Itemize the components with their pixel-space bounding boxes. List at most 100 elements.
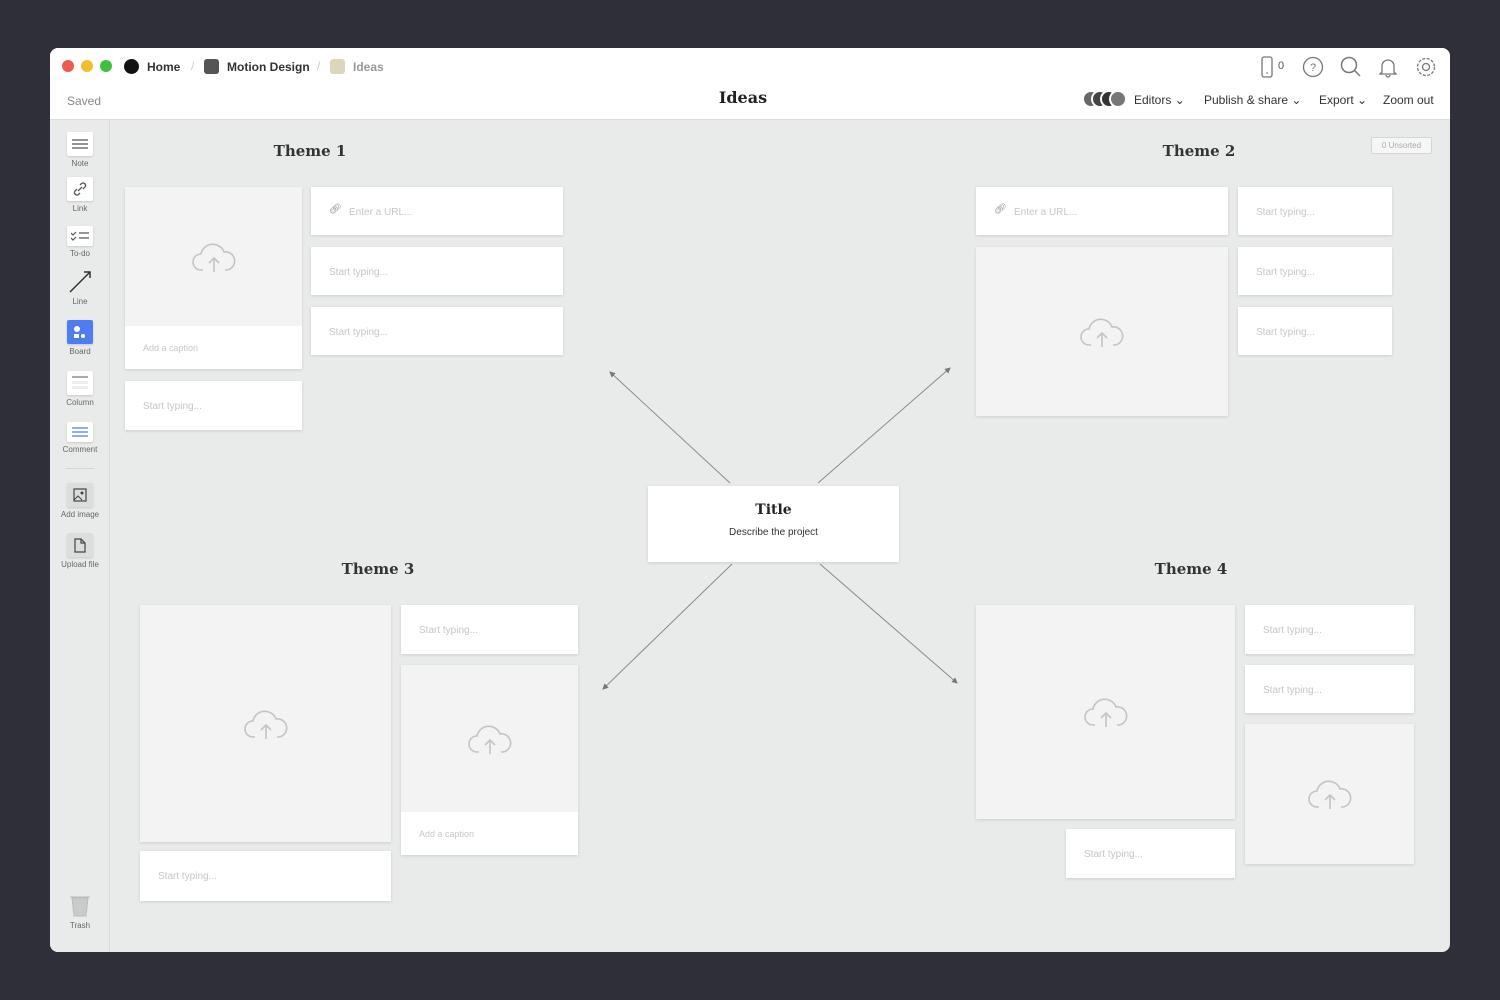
chevron-down-icon: ⌄ bbox=[1291, 93, 1302, 107]
chevron-down-icon: ⌄ bbox=[1174, 93, 1185, 107]
note-card[interactable]: Start typing... bbox=[401, 605, 578, 654]
tool-label: Board bbox=[69, 347, 91, 356]
tool-comment[interactable]: Comment bbox=[50, 422, 110, 454]
tool-upload-file[interactable]: Upload file bbox=[50, 533, 110, 569]
url-input[interactable]: Enter a URL... bbox=[349, 207, 413, 218]
link-icon bbox=[67, 177, 93, 201]
export-menu[interactable]: Export ⌄ bbox=[1319, 93, 1367, 107]
arrow-to-theme-4[interactable] bbox=[819, 563, 958, 684]
image-card[interactable] bbox=[976, 605, 1235, 819]
theme-1-heading[interactable]: Theme 1 bbox=[273, 142, 347, 160]
upload-cloud-icon[interactable] bbox=[125, 187, 302, 326]
note-card[interactable]: Start typing... bbox=[1238, 307, 1392, 355]
tool-label: Column bbox=[66, 398, 94, 407]
svg-text:?: ? bbox=[1310, 62, 1316, 74]
home-logo-icon bbox=[124, 59, 139, 74]
gear-icon[interactable] bbox=[1415, 56, 1437, 78]
center-subtitle: Describe the project bbox=[729, 527, 818, 538]
line-icon bbox=[67, 270, 93, 294]
theme-3-heading[interactable]: Theme 3 bbox=[341, 560, 415, 578]
maximize-window-button[interactable] bbox=[100, 60, 112, 72]
mobile-icon[interactable] bbox=[1256, 56, 1278, 78]
zoom-out-button[interactable]: Zoom out bbox=[1383, 93, 1434, 107]
theme-4-heading[interactable]: Theme 4 bbox=[1154, 560, 1228, 578]
tool-label: Line bbox=[72, 297, 88, 306]
arrow-to-theme-1[interactable] bbox=[609, 371, 731, 484]
toolbar-divider bbox=[66, 468, 94, 469]
tool-label: Note bbox=[71, 159, 89, 168]
tool-line[interactable]: Line bbox=[50, 270, 110, 306]
breadcrumb-separator: / bbox=[317, 59, 321, 73]
todo-icon bbox=[67, 226, 93, 246]
page-title: Ideas bbox=[718, 88, 768, 107]
arrow-to-theme-2[interactable] bbox=[817, 367, 951, 484]
note-card[interactable]: Start typing... bbox=[311, 307, 563, 355]
image-card[interactable]: Add a caption bbox=[125, 187, 302, 369]
note-card[interactable]: Start typing... bbox=[1245, 605, 1414, 654]
tool-add-image[interactable]: Add image bbox=[50, 483, 110, 519]
chevron-down-icon: ⌄ bbox=[1357, 93, 1368, 107]
close-window-button[interactable] bbox=[62, 60, 74, 72]
tool-label: Add image bbox=[60, 510, 100, 519]
note-text-placeholder: Start typing... bbox=[143, 401, 202, 412]
tool-column[interactable]: Column bbox=[50, 371, 110, 407]
note-text-placeholder: Start typing... bbox=[329, 267, 388, 278]
avatar bbox=[1109, 90, 1127, 108]
toolbar-sidebar: Note Link To-do Line Board Column Commen… bbox=[50, 120, 110, 952]
search-icon[interactable] bbox=[1340, 56, 1362, 78]
url-input[interactable]: Enter a URL... bbox=[1014, 207, 1078, 218]
note-text-placeholder: Start typing... bbox=[419, 625, 478, 636]
upload-cloud-icon[interactable] bbox=[401, 665, 578, 812]
upload-cloud-icon[interactable] bbox=[1245, 724, 1414, 864]
note-text-placeholder: Start typing... bbox=[329, 327, 388, 338]
help-icon[interactable]: ? bbox=[1302, 56, 1324, 78]
tool-board[interactable]: Board bbox=[50, 320, 110, 356]
image-card[interactable] bbox=[1245, 724, 1414, 864]
app-window: Home / Motion Design / Ideas Saved Ideas… bbox=[50, 48, 1450, 952]
note-card[interactable]: Start typing... bbox=[1245, 665, 1414, 713]
note-card[interactable]: Start typing... bbox=[1066, 829, 1235, 878]
note-card[interactable]: Start typing... bbox=[1238, 187, 1392, 235]
theme-2-heading[interactable]: Theme 2 bbox=[1162, 142, 1236, 160]
column-icon bbox=[67, 371, 93, 395]
note-text-placeholder: Start typing... bbox=[1256, 327, 1315, 338]
image-card[interactable] bbox=[976, 247, 1228, 416]
tool-label: Comment bbox=[62, 445, 98, 454]
unsorted-badge[interactable]: 0 Unsorted bbox=[1371, 137, 1432, 154]
publish-label: Publish & share bbox=[1204, 93, 1289, 107]
link-icon: 🔗︎ bbox=[994, 204, 1007, 215]
breadcrumb-home[interactable]: Home bbox=[124, 59, 180, 74]
link-card[interactable]: 🔗︎ Enter a URL... bbox=[311, 187, 563, 235]
upload-cloud-icon[interactable] bbox=[976, 247, 1228, 416]
note-card[interactable]: Start typing... bbox=[125, 381, 302, 430]
link-icon: 🔗︎ bbox=[329, 204, 342, 215]
header: Home / Motion Design / Ideas Saved Ideas… bbox=[50, 48, 1450, 120]
note-card[interactable]: Start typing... bbox=[140, 851, 391, 901]
editors-menu[interactable]: Editors ⌄ bbox=[1134, 93, 1185, 107]
tool-link[interactable]: Link bbox=[50, 177, 110, 213]
device-count: 0 bbox=[1278, 60, 1285, 72]
save-status: Saved bbox=[67, 94, 102, 108]
breadcrumb-project[interactable]: Motion Design bbox=[204, 59, 310, 74]
bell-icon[interactable] bbox=[1377, 56, 1399, 78]
tool-todo[interactable]: To-do bbox=[50, 226, 110, 258]
note-card[interactable]: Start typing... bbox=[1238, 247, 1392, 295]
note-text-placeholder: Start typing... bbox=[1256, 267, 1315, 278]
editor-avatars[interactable] bbox=[1082, 90, 1127, 108]
breadcrumb-board[interactable]: Ideas bbox=[330, 59, 384, 74]
title-card[interactable]: Title Describe the project bbox=[648, 486, 899, 562]
publish-share-menu[interactable]: Publish & share ⌄ bbox=[1204, 93, 1301, 107]
tool-trash[interactable]: Trash bbox=[50, 894, 110, 930]
image-card[interactable]: Add a caption bbox=[401, 665, 578, 855]
upload-cloud-icon[interactable] bbox=[140, 605, 391, 842]
link-card[interactable]: 🔗︎ Enter a URL... bbox=[976, 187, 1228, 235]
tool-note[interactable]: Note bbox=[50, 132, 110, 168]
caption-placeholder: Add a caption bbox=[419, 829, 475, 839]
note-card[interactable]: Start typing... bbox=[311, 247, 563, 295]
note-icon bbox=[67, 132, 93, 156]
comment-icon bbox=[67, 422, 93, 442]
arrow-to-theme-3[interactable] bbox=[602, 563, 733, 690]
upload-cloud-icon[interactable] bbox=[976, 605, 1235, 819]
image-card[interactable] bbox=[140, 605, 391, 842]
minimize-window-button[interactable] bbox=[81, 60, 93, 72]
